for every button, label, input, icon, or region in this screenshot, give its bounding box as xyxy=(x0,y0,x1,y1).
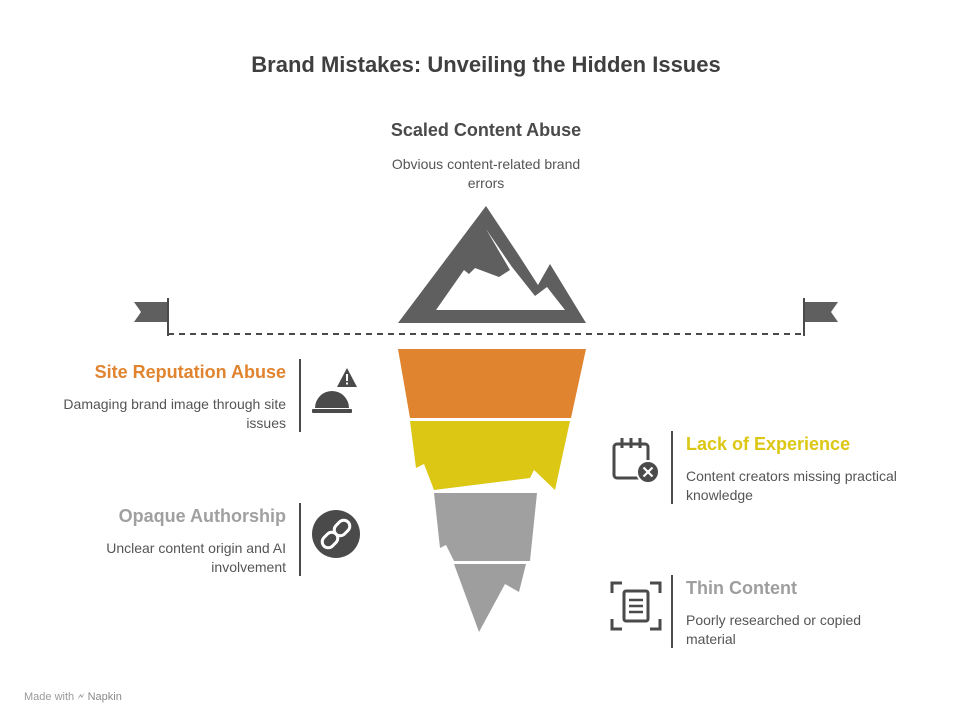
opaque-authorship-heading: Opaque Authorship xyxy=(118,506,286,526)
top-description: Obvious content-related brand errors xyxy=(391,156,581,191)
site-reputation-heading: Site Reputation Abuse xyxy=(94,362,286,382)
footer-credit: Made with 🗲 Napkin xyxy=(24,691,122,704)
calendar-cancel-icon xyxy=(612,438,660,484)
footer-prefix: Made with xyxy=(24,691,75,703)
left-flag-icon xyxy=(134,298,169,336)
lack-of-experience-heading: Lack of Experience xyxy=(686,434,851,454)
lack-of-experience-divider xyxy=(671,431,673,504)
mountain-peak-icon xyxy=(398,206,586,323)
thin-content-divider xyxy=(671,575,673,648)
opaque-authorship-description: Unclear content origin and AI involvemen… xyxy=(106,540,286,575)
site-reputation-divider xyxy=(299,359,301,432)
link-badge-icon xyxy=(312,510,360,558)
thin-content-description: Poorly researched or copied material xyxy=(686,612,862,647)
lack-of-experience-block: Lack of Experience Content creators miss… xyxy=(686,434,926,505)
hard-hat-warning-icon xyxy=(312,368,357,413)
layer-thin-content xyxy=(454,564,526,632)
top-heading: Scaled Content Abuse xyxy=(390,120,582,140)
thin-content-heading: Thin Content xyxy=(686,578,797,598)
footer-brand: Napkin xyxy=(87,691,122,703)
thin-content-block: Thin Content Poorly researched or copied… xyxy=(686,578,906,649)
site-reputation-block: Site Reputation Abuse Damaging brand ima… xyxy=(40,362,286,433)
layer-site-reputation xyxy=(398,349,586,418)
right-flag-icon xyxy=(803,298,838,336)
diagram-title: Brand Mistakes: Unveiling the Hidden Iss… xyxy=(251,52,721,77)
document-scan-icon xyxy=(610,581,662,631)
napkin-logo-icon: 🗲 xyxy=(77,691,85,703)
site-reputation-description: Damaging brand image through site issues xyxy=(63,396,286,431)
layer-opaque-authorship xyxy=(434,493,537,561)
opaque-authorship-block: Opaque Authorship Unclear content origin… xyxy=(60,506,286,577)
lack-of-experience-description: Content creators missing practical knowl… xyxy=(686,468,897,503)
opaque-authorship-divider xyxy=(299,503,301,576)
layer-lack-of-experience xyxy=(410,421,570,490)
